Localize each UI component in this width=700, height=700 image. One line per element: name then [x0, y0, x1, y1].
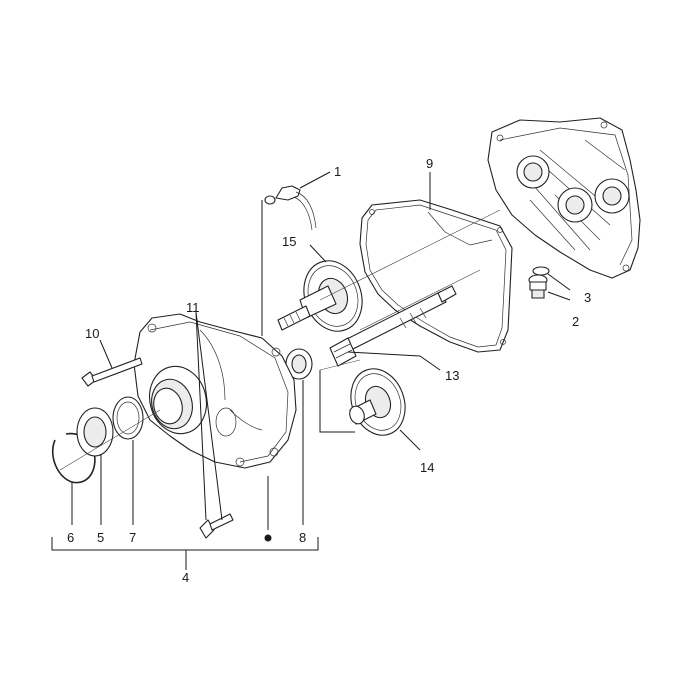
leader-lines [51, 171, 571, 570]
callout-9: 9 [426, 156, 433, 171]
gasket [359, 199, 513, 353]
drive-shaft [329, 285, 457, 367]
output-shaft-gear [277, 260, 363, 332]
callout-1: 1 [334, 164, 341, 179]
callout-5: 5 [97, 530, 104, 545]
drain-plug [528, 266, 550, 299]
bolt-10 [81, 357, 143, 387]
callout-2: 2 [572, 314, 579, 329]
cover-housing [133, 313, 297, 469]
oil-seal [76, 407, 114, 457]
callout-10: 10 [85, 326, 99, 341]
callout-14: 14 [420, 460, 434, 475]
callout-labels: 1 2 3 4 5 6 7 8 9 10 11 13 14 15 [67, 156, 591, 585]
gearbox-housing [487, 117, 641, 279]
callout-8: 8 [299, 530, 306, 545]
reference-dot [264, 534, 272, 542]
bolt-11 [199, 513, 234, 539]
callout-4: 4 [182, 570, 189, 585]
callout-11: 11 [186, 300, 200, 315]
callout-13: 13 [445, 368, 459, 383]
callout-6: 6 [67, 530, 74, 545]
breather-tube [264, 185, 317, 231]
callout-7: 7 [129, 530, 136, 545]
callout-15: 15 [282, 234, 296, 249]
o-ring [112, 396, 144, 440]
intermediate-gear [349, 368, 406, 436]
bearing-8 [285, 348, 313, 380]
assembly-axes [59, 209, 501, 471]
callout-3: 3 [584, 290, 591, 305]
